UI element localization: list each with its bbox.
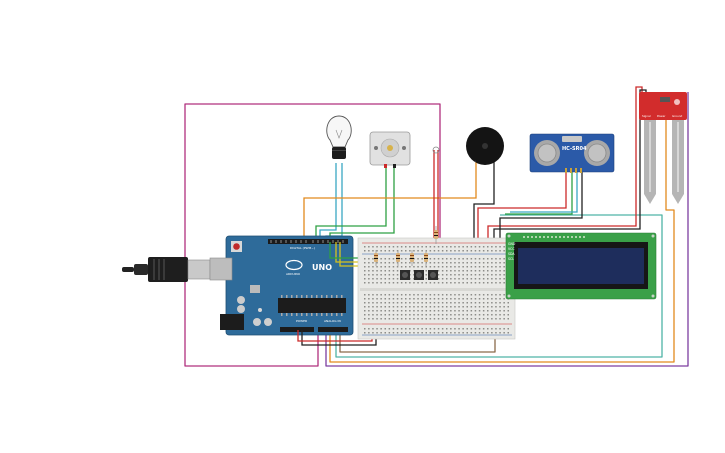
wire-us-cyan[interactable] xyxy=(510,172,578,213)
wire-purple-loop[interactable] xyxy=(325,92,689,367)
lcd-pin-label: GND xyxy=(508,242,516,246)
lcd-screen xyxy=(518,248,644,284)
digital-header-label: DIGITAL (PWM~) xyxy=(290,246,315,250)
push-buttons xyxy=(400,270,438,280)
wire-moisture-black[interactable] xyxy=(493,89,647,242)
resistor-2[interactable] xyxy=(396,250,400,266)
wire-motor-a[interactable] xyxy=(315,166,387,242)
wires-back xyxy=(184,92,689,367)
breadboard[interactable] xyxy=(357,237,516,340)
resistor-3[interactable] xyxy=(410,250,414,266)
wire-moisture-red[interactable] xyxy=(487,86,643,242)
soil-moisture-sensor[interactable]: Signal Power Ground xyxy=(639,92,687,204)
wire-us-black[interactable] xyxy=(499,172,583,242)
dc-motor-icon[interactable] xyxy=(369,131,411,168)
resistor-5[interactable] xyxy=(434,226,438,244)
power-header xyxy=(280,327,314,332)
lcd-pin-label: VCC xyxy=(508,247,515,251)
piezo-buzzer-icon[interactable]: + xyxy=(466,127,504,165)
led-holder[interactable] xyxy=(432,146,440,154)
analog-header xyxy=(318,327,348,332)
wire-orange-loop[interactable] xyxy=(329,112,675,363)
moisture-pin-label: Signal xyxy=(642,114,651,118)
push-button-2[interactable] xyxy=(414,270,424,280)
svg-text:+: + xyxy=(474,159,477,163)
moisture-pin-label: Power xyxy=(657,114,666,118)
lcd-pin-label: SCL xyxy=(508,257,514,261)
board-brand: UNO xyxy=(312,263,332,272)
wire-us-green[interactable] xyxy=(505,172,573,215)
wire-magenta-loop[interactable] xyxy=(184,103,441,367)
moisture-pin-labels: Signal Power Ground xyxy=(642,114,683,118)
lcd-pin-label: SDA xyxy=(508,252,515,256)
push-button-1[interactable] xyxy=(400,270,410,280)
breadboard-holes xyxy=(364,246,509,334)
digital-header xyxy=(268,239,348,244)
resistor-4[interactable] xyxy=(424,250,428,266)
wire-bulb-a[interactable] xyxy=(319,163,337,242)
ultrasonic-label: HC-SR04 xyxy=(562,146,587,152)
logo-text: ARDUINO xyxy=(286,272,301,276)
lightbulb-icon[interactable] xyxy=(326,115,352,159)
wire-motor-b[interactable] xyxy=(329,166,395,242)
wires-ultrasonic xyxy=(477,172,583,242)
usb-cable-icon[interactable] xyxy=(122,257,211,282)
arduino-uno-board[interactable]: DIGITAL (PWM~) ARDUINO UNO POWER xyxy=(209,235,354,336)
ultrasonic-sensor[interactable]: HC-SR04 xyxy=(529,133,615,173)
atmega-chip xyxy=(278,298,346,313)
wire-us-red[interactable] xyxy=(477,172,567,242)
power-header-label: POWER xyxy=(296,319,307,323)
wire-buzzer-black[interactable] xyxy=(473,160,495,242)
wire-green-a[interactable] xyxy=(329,242,366,259)
resistors xyxy=(374,226,438,266)
moisture-pin-label: Ground xyxy=(672,114,683,118)
lcd-pin-header xyxy=(523,236,585,238)
analog-header-label: ANALOG IN xyxy=(324,319,341,323)
push-button-3[interactable] xyxy=(428,270,438,280)
wire-teal-loop[interactable] xyxy=(335,214,663,358)
wire-buzzer-orange[interactable] xyxy=(303,160,477,242)
resistor-1[interactable] xyxy=(374,250,378,266)
arduino-logo-icon xyxy=(285,259,303,271)
